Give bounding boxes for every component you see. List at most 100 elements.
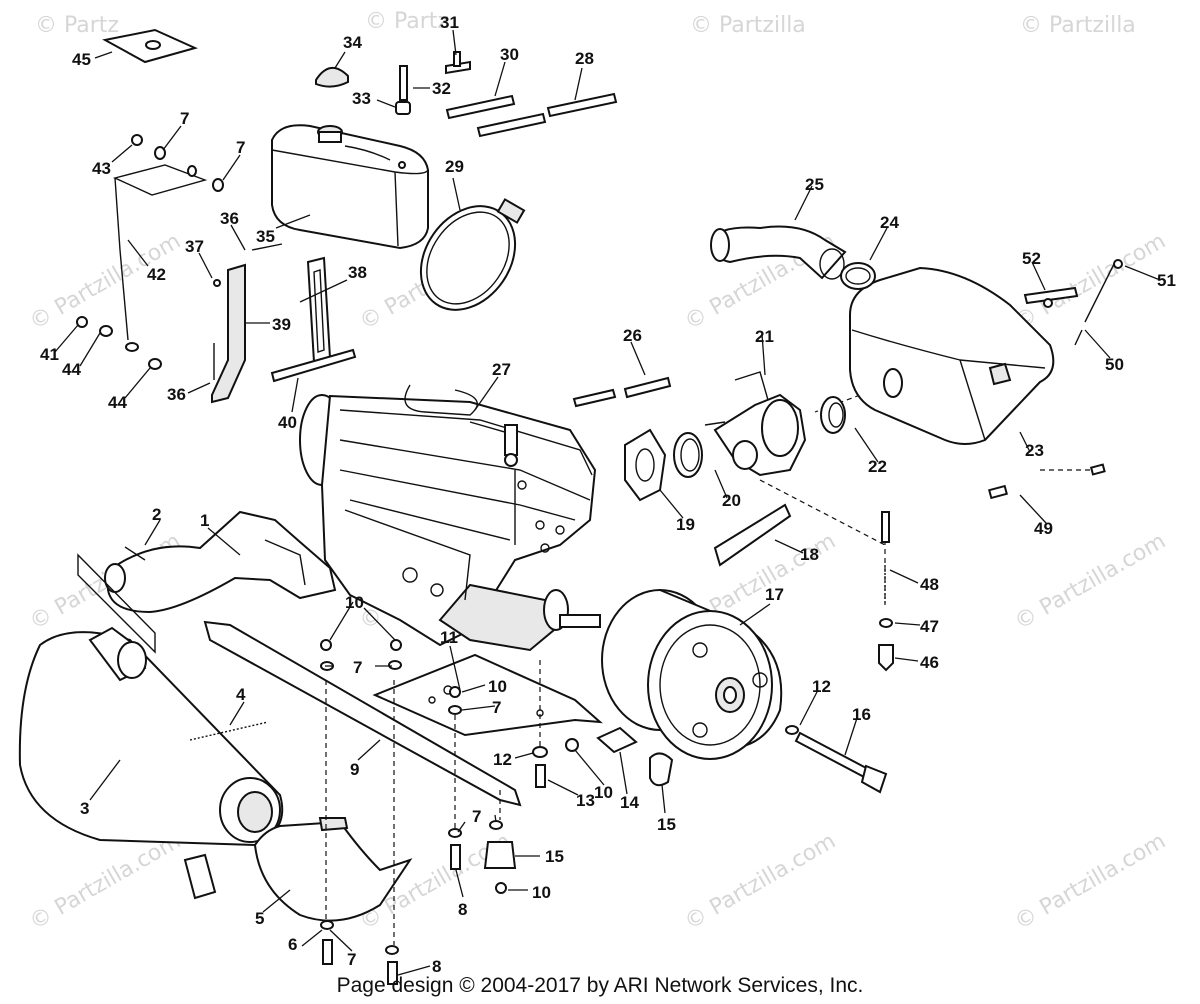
- callout-49: 49: [1034, 519, 1053, 538]
- watermark: © Partzilla: [1020, 13, 1136, 38]
- part-tubes-26: [572, 376, 672, 408]
- part-belt-18: [713, 503, 792, 567]
- watermark: © Partzilla.com: [26, 829, 186, 936]
- callout-8: 8: [458, 900, 467, 919]
- callout-7: 7: [236, 138, 245, 157]
- part-spring-4: [189, 721, 269, 741]
- callout-18: 18: [800, 545, 819, 564]
- callout-17: 17: [765, 585, 784, 604]
- part-clamp-20: [673, 432, 703, 478]
- watermark: © Partz: [365, 9, 449, 34]
- leader-lines: [54, 29, 1161, 976]
- callout-13: 13: [576, 791, 595, 810]
- callout-24: 24: [880, 213, 899, 232]
- part-gasket-19: [624, 428, 667, 502]
- callout-12: 12: [812, 677, 831, 696]
- part-bracket-42: [112, 164, 208, 352]
- callout-19: 19: [676, 515, 695, 534]
- callout-36: 36: [220, 209, 239, 228]
- callout-7: 7: [492, 698, 501, 717]
- callout-29: 29: [445, 157, 464, 176]
- callout-22: 22: [868, 457, 887, 476]
- callout-31: 31: [440, 13, 459, 32]
- callout-41: 41: [40, 345, 59, 364]
- part-muffler-3: [18, 553, 284, 900]
- callout-1: 1: [200, 511, 209, 530]
- callout-51: 51: [1157, 271, 1176, 290]
- callout-15: 15: [657, 815, 676, 834]
- callout-50: 50: [1105, 355, 1124, 374]
- callout-38: 38: [348, 263, 367, 282]
- callout-3: 3: [80, 799, 89, 818]
- callout-44: 44: [62, 360, 81, 379]
- callout-5: 5: [255, 909, 264, 928]
- callout-34: 34: [343, 33, 362, 52]
- part-tee-31: [445, 51, 471, 75]
- callout-46: 46: [920, 653, 939, 672]
- part-hardware-lower: [320, 639, 674, 985]
- part-clamp-24: [840, 262, 876, 290]
- callout-45: 45: [72, 50, 91, 69]
- callout-32: 32: [432, 79, 451, 98]
- callout-52: 52: [1022, 249, 1041, 268]
- callout-40: 40: [278, 413, 297, 432]
- callout-20: 20: [722, 491, 741, 510]
- part-hardware-41-43-44: [76, 134, 224, 370]
- part-fuel-cap-34: [315, 67, 349, 88]
- callout-7: 7: [353, 658, 362, 677]
- callout-21: 21: [755, 327, 774, 346]
- part-mount-hardware-50-52: [1023, 259, 1123, 346]
- callout-23: 23: [1025, 441, 1044, 460]
- callout-14: 14: [620, 793, 639, 812]
- part-heat-shield-5: [253, 817, 413, 922]
- part-clutch-17: [601, 589, 783, 760]
- callout-16: 16: [852, 705, 871, 724]
- callout-42: 42: [147, 265, 166, 284]
- watermark: © Partzilla.com: [1011, 529, 1171, 636]
- callout-4: 4: [236, 685, 246, 704]
- watermark: © Partzilla: [690, 13, 806, 38]
- callout-27: 27: [492, 360, 511, 379]
- callout-15: 15: [545, 847, 564, 866]
- part-carburetor-21: [704, 371, 807, 477]
- callout-7: 7: [472, 807, 481, 826]
- callout-33: 33: [352, 89, 371, 108]
- callout-36: 36: [167, 385, 186, 404]
- part-slot-plate-38: [306, 256, 332, 364]
- part-plate-45: [102, 28, 198, 64]
- part-nut-46: [878, 644, 894, 672]
- part-engine-27: [299, 384, 601, 652]
- callout-37: 37: [185, 237, 204, 256]
- watermark: © Partzilla.com: [1011, 229, 1171, 336]
- watermark: © Partz: [35, 13, 119, 38]
- callout-35: 35: [256, 227, 275, 246]
- part-hoses-28-30: [445, 92, 618, 138]
- part-fitting-32-33: [395, 65, 411, 115]
- part-air-silencer-23: [849, 266, 1055, 445]
- callout-47: 47: [920, 617, 939, 636]
- callout-layer: 45 34 31 32 33 30 28 29 35 7 7 43 42 36 …: [40, 13, 1176, 976]
- part-support-bar-9: [203, 620, 522, 807]
- part-clamp-29: [419, 198, 526, 311]
- callout-10: 10: [345, 593, 364, 612]
- part-fuel-tank-35: [271, 124, 429, 250]
- part-bracket-39: [211, 243, 283, 404]
- callout-26: 26: [623, 326, 642, 345]
- part-exhaust-manifold-1: [104, 510, 337, 614]
- callout-39: 39: [272, 315, 291, 334]
- callout-10: 10: [488, 677, 507, 696]
- part-pin-49: [988, 463, 1106, 500]
- callout-12: 12: [493, 750, 512, 769]
- watermark: © Partzilla.com: [681, 829, 841, 936]
- part-mount-plate-11: [372, 653, 603, 737]
- callout-44: 44: [108, 393, 127, 412]
- callout-10: 10: [594, 783, 613, 802]
- part-bolt-16: [785, 725, 888, 794]
- callout-6: 6: [288, 935, 297, 954]
- watermark: © Partzilla.com: [1011, 829, 1171, 936]
- callout-9: 9: [350, 760, 359, 779]
- part-stud-2: [124, 546, 146, 561]
- callout-30: 30: [500, 45, 519, 64]
- part-tube-40: [270, 348, 357, 383]
